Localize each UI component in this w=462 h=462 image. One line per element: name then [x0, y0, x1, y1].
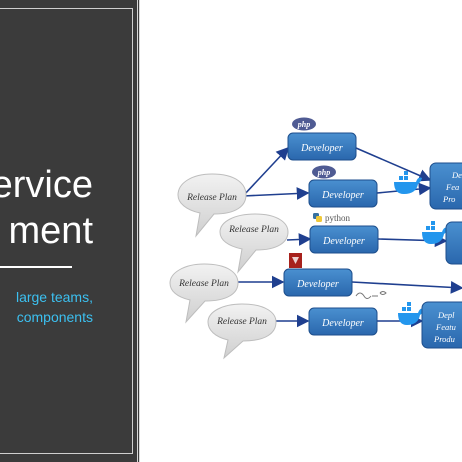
deploy-label: Produ: [433, 334, 455, 344]
php-icon: php: [292, 117, 316, 131]
docker-icon: [398, 302, 424, 325]
developer-label: Developer: [321, 318, 364, 329]
developer-box-1: Developer: [287, 132, 357, 161]
docker-icon: [394, 171, 422, 194]
deploy-box-3: Depl Featu Produ: [421, 301, 462, 349]
title-divider: [0, 266, 72, 268]
deploy-box-1: De Fea Pro: [429, 162, 462, 210]
slide-title-line-2: ment: [8, 210, 93, 252]
developer-box-2: Developer: [308, 179, 378, 208]
handwritten-icon: [355, 291, 387, 299]
arrow-dev4-deploy: [351, 280, 462, 294]
release-plan-label: Release Plan: [228, 225, 279, 235]
deploy-label: De: [451, 170, 462, 180]
arrow-plan2-dev3: [286, 233, 312, 246]
slide-title-line-1: ervice: [0, 164, 93, 206]
release-plan-bubble-3: Release Plan: [169, 263, 239, 324]
ruby-icon: [289, 253, 302, 268]
developer-box-5: Developer: [308, 307, 378, 336]
release-plan-label: Release Plan: [216, 317, 267, 327]
php-label: php: [317, 168, 330, 177]
arrow-plan1-dev2: [242, 187, 310, 200]
developer-label: Developer: [322, 236, 365, 247]
deploy-label: Pro: [442, 194, 455, 204]
release-plan-label: Release Plan: [186, 193, 237, 203]
title-panel: ervice ment large teams, components: [0, 0, 140, 462]
developer-label: Developer: [321, 190, 364, 201]
deploy-box-2: [445, 221, 462, 265]
release-plan-bubble-1: Release Plan: [177, 173, 247, 238]
release-plan-bubble-2: Release Plan: [219, 213, 289, 274]
developer-box-4: Developer: [283, 268, 353, 297]
arrow-dev1-deploy: [355, 147, 432, 182]
slide-subtitle-line-1: large teams,: [15, 289, 93, 305]
developer-label: Developer: [296, 279, 339, 290]
deploy-label: Featu: [435, 322, 456, 332]
python-label: python: [325, 213, 351, 223]
docker-icon: [422, 221, 448, 244]
developer-label: Developer: [300, 143, 343, 154]
team-workflow-diagram: Release Plan Release Plan Release Plan R…: [169, 117, 462, 360]
php-label: php: [297, 120, 310, 129]
release-plan-bubble-4: Release Plan: [207, 303, 277, 360]
slide-subtitle-line-2: components: [16, 309, 93, 325]
title-panel-frame: [0, 8, 133, 454]
deploy-label: Depl: [437, 310, 455, 320]
arrow-plan1-dev1: [242, 146, 290, 197]
deploy-label: Fea: [445, 182, 459, 192]
python-icon: python: [313, 213, 351, 223]
developer-box-3: Developer: [309, 225, 379, 254]
release-plan-label: Release Plan: [178, 279, 229, 289]
php-icon: php: [312, 165, 336, 179]
